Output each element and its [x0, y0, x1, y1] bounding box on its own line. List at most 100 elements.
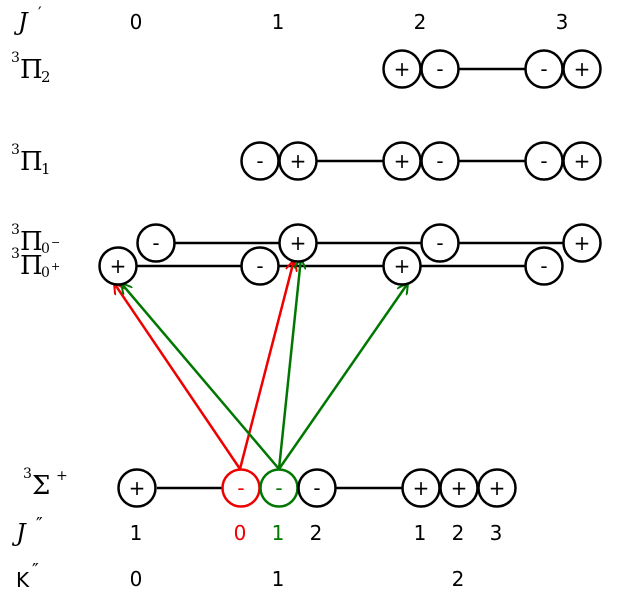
header-j-value-2: 2 [414, 10, 427, 34]
svg-text:+: + [451, 476, 468, 500]
header-j-value-0: 0 [130, 10, 143, 34]
svg-text:+: + [290, 231, 307, 255]
label-sigma: 3 Σ + [23, 466, 68, 501]
node-sigma-4: - [297, 468, 337, 508]
svg-text:+: + [51, 260, 60, 273]
svg-text:+: + [574, 231, 591, 255]
svg-text:3: 3 [11, 222, 20, 238]
svg-text:Π: Π [20, 251, 43, 281]
header-j-prime: ′ [38, 3, 42, 22]
svg-text:+: + [290, 149, 307, 173]
svg-text:-: - [540, 149, 547, 173]
footer-jpp-value-7: 3 [490, 521, 503, 545]
svg-text:-: - [237, 476, 244, 500]
svg-text:−: − [51, 236, 60, 249]
svg-text:+: + [574, 149, 591, 173]
svg-text:+: + [394, 254, 411, 278]
svg-text:+: + [574, 57, 591, 81]
node-pi0p-j1: - [240, 246, 280, 286]
node-pi2-j3-b: + [562, 49, 602, 89]
footer-jpp-value-3: 1 [272, 521, 285, 545]
svg-text:3: 3 [23, 466, 32, 482]
arrow-green-to-pi0m-j1 [277, 258, 301, 470]
svg-text:Π: Π [20, 147, 43, 177]
node-sigma-7: + [477, 468, 517, 508]
footer-jpp-value-2: 0 [234, 521, 247, 545]
svg-text:+: + [129, 476, 146, 500]
header-j-value-3: 3 [556, 10, 569, 34]
svg-text:-: - [436, 149, 443, 173]
transitions [114, 258, 408, 470]
label-pi1: 3 Π 1 [11, 142, 51, 178]
arrow-green-to-pi0p-j2 [277, 283, 408, 470]
svg-text:3: 3 [11, 50, 20, 66]
svg-text:-: - [540, 254, 547, 278]
node-pi1-j2-b: - [420, 141, 460, 181]
label-pi2: 3 Π 2 [11, 50, 51, 86]
footer-jpp-value-1: 1 [130, 521, 143, 545]
svg-text:+: + [394, 149, 411, 173]
svg-text:Σ: Σ [32, 471, 50, 501]
footer-jpp-value-6: 2 [452, 521, 465, 545]
node-pi1-j3-a: - [524, 141, 564, 181]
header-j-value-1: 1 [272, 10, 285, 34]
node-pi2-j2-b: - [420, 49, 460, 89]
svg-text:-: - [256, 149, 263, 173]
svg-text:+: + [489, 476, 506, 500]
node-pi0m-j2: - [420, 223, 460, 263]
label-pi0-minus: 3 Π 0 − [11, 222, 60, 257]
svg-text:-: - [540, 57, 547, 81]
node-pi0m-j3: + [562, 223, 602, 263]
node-pi0m-j0: - [136, 223, 176, 263]
node-sigma-1: + [117, 468, 157, 508]
svg-text:3: 3 [11, 142, 20, 158]
node-pi0m-j1: + [278, 223, 318, 263]
svg-text:+: + [110, 254, 127, 278]
svg-text:-: - [436, 57, 443, 81]
svg-text:3: 3 [11, 246, 20, 262]
svg-text:0: 0 [41, 241, 50, 257]
node-pi0p-j2: + [382, 246, 422, 286]
node-pi1-j3-b: + [562, 141, 602, 181]
svg-text:Π: Π [20, 55, 43, 85]
node-pi1-j2-a: + [382, 141, 422, 181]
label-pi0-plus: 3 Π 0 + [11, 246, 60, 281]
node-pi0p-j3: - [524, 246, 564, 286]
svg-text:Π: Π [20, 227, 43, 257]
footer-k-mark: ″ [32, 560, 39, 581]
nodes: + - - + - + + - - + - + - + + - + - + - … [98, 49, 602, 508]
node-sigma-5: + [401, 468, 441, 508]
footer-jpp-mark: ″ [36, 514, 43, 535]
svg-text:2: 2 [41, 68, 51, 86]
arrow-red-to-pi0p-j0 [114, 283, 242, 470]
node-sigma-3: - [259, 468, 299, 508]
svg-text:0: 0 [41, 265, 50, 281]
footer-k-value-2: 2 [452, 567, 465, 591]
node-pi2-j2-a: + [382, 49, 422, 89]
footer-jpp-symbol: J [11, 519, 27, 547]
header-j-symbol: J [13, 8, 29, 36]
svg-text:+: + [394, 57, 411, 81]
arrow-green-to-pi0p-j0 [121, 283, 280, 470]
level-lines [137, 67, 564, 490]
svg-text:-: - [313, 476, 320, 500]
node-pi2-j3-a: - [524, 49, 564, 89]
footer-jpp-value-4: 2 [310, 521, 323, 545]
svg-text:-: - [256, 254, 263, 278]
svg-text:-: - [436, 231, 443, 255]
svg-text:+: + [413, 476, 430, 500]
node-pi1-j1-a: - [240, 141, 280, 181]
footer-k-symbol: K [16, 568, 30, 592]
footer-k-value-1: 1 [272, 567, 285, 591]
arrow-red-to-pi0m-j1 [238, 260, 294, 470]
node-pi0p-j0: + [98, 246, 138, 286]
svg-text:1: 1 [41, 160, 51, 178]
node-pi1-j1-b: + [278, 141, 318, 181]
svg-text:-: - [275, 476, 282, 500]
node-sigma-2: - [221, 468, 261, 508]
footer-k-value-0: 0 [130, 567, 143, 591]
node-sigma-6: + [439, 468, 479, 508]
svg-text:+: + [56, 468, 68, 484]
